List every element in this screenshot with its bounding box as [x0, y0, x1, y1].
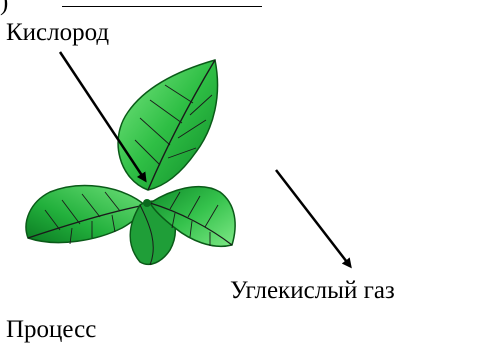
mint-leaves-icon: [26, 60, 235, 265]
leaf-left: [26, 186, 145, 243]
leaf-top: [118, 60, 217, 190]
carbon-dioxide-arrow: [276, 170, 350, 266]
